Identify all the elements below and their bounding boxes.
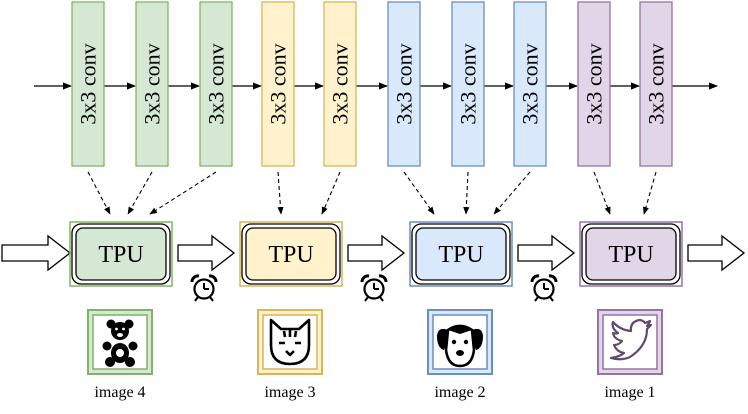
block-arrow bbox=[687, 234, 746, 272]
conv-layer-label: 3x3 conv bbox=[392, 43, 417, 124]
alarm-clock-icon bbox=[530, 274, 558, 302]
conv-layer-3: 3x3 conv bbox=[199, 1, 233, 167]
conv-layer-label: 3x3 conv bbox=[582, 43, 607, 124]
tpu-flow-arrows bbox=[1, 234, 746, 272]
conv-layer-label: 3x3 conv bbox=[518, 43, 543, 124]
tpu-units: TPU TPU TPU TPU bbox=[69, 221, 683, 287]
dog-face-icon bbox=[437, 324, 483, 368]
conv-layer-4: 3x3 conv bbox=[261, 1, 295, 167]
tpu-label: TPU bbox=[98, 242, 143, 268]
bird-icon bbox=[609, 318, 653, 361]
block-arrow bbox=[1, 234, 72, 272]
conv-layer-5: 3x3 conv bbox=[323, 1, 357, 167]
image-label: image 2 bbox=[434, 384, 485, 401]
conv-layer-label: 3x3 conv bbox=[328, 43, 353, 124]
conv-layer-label: 3x3 conv bbox=[76, 43, 101, 124]
conv-layer-2: 3x3 conv bbox=[135, 1, 169, 167]
image-tile-1: image 1 bbox=[597, 309, 663, 401]
teddy-bear-icon bbox=[102, 319, 138, 367]
image-tile-4: image 4 bbox=[87, 309, 153, 401]
alarm-clock-icons bbox=[190, 274, 558, 302]
block-arrow bbox=[177, 234, 236, 272]
tpu-label: TPU bbox=[608, 242, 653, 268]
tpu-label: TPU bbox=[268, 242, 313, 268]
conv-layer-8: 3x3 conv bbox=[513, 1, 547, 167]
conv-layer-1: 3x3 conv bbox=[71, 1, 105, 167]
tpu-1: TPU bbox=[69, 221, 173, 287]
conv-layer-10: 3x3 conv bbox=[639, 1, 673, 167]
input-images: image 4 image 3 bbox=[87, 309, 663, 401]
tpu-4: TPU bbox=[579, 221, 683, 287]
block-arrow bbox=[517, 234, 576, 272]
conv-layer-label: 3x3 conv bbox=[456, 43, 481, 124]
conv-layer-7: 3x3 conv bbox=[451, 1, 485, 167]
conv-layers: 3x3 conv 3x3 conv 3x3 conv 3x3 conv 3x3 … bbox=[71, 1, 673, 167]
image-tile-2: image 2 bbox=[427, 309, 493, 401]
conv-layer-9: 3x3 conv bbox=[577, 1, 611, 167]
conv-layer-label: 3x3 conv bbox=[204, 43, 229, 124]
conv-layer-6: 3x3 conv bbox=[387, 1, 421, 167]
conv-layer-label: 3x3 conv bbox=[266, 43, 291, 124]
conv-layer-label: 3x3 conv bbox=[140, 43, 165, 124]
image-label: image 4 bbox=[94, 384, 145, 401]
alarm-clock-icon bbox=[360, 274, 388, 302]
alarm-clock-icon bbox=[190, 274, 218, 302]
layer-to-tpu-arrows bbox=[87, 171, 657, 215]
image-tile-3: image 3 bbox=[257, 309, 323, 401]
tpu-label: TPU bbox=[438, 242, 483, 268]
conv-layer-label: 3x3 conv bbox=[644, 43, 669, 124]
tpu-3: TPU bbox=[409, 221, 513, 287]
tpu-2: TPU bbox=[239, 221, 343, 287]
image-label: image 3 bbox=[264, 384, 315, 401]
image-label: image 1 bbox=[604, 384, 655, 401]
cat-face-icon bbox=[269, 318, 311, 366]
block-arrow bbox=[347, 234, 406, 272]
